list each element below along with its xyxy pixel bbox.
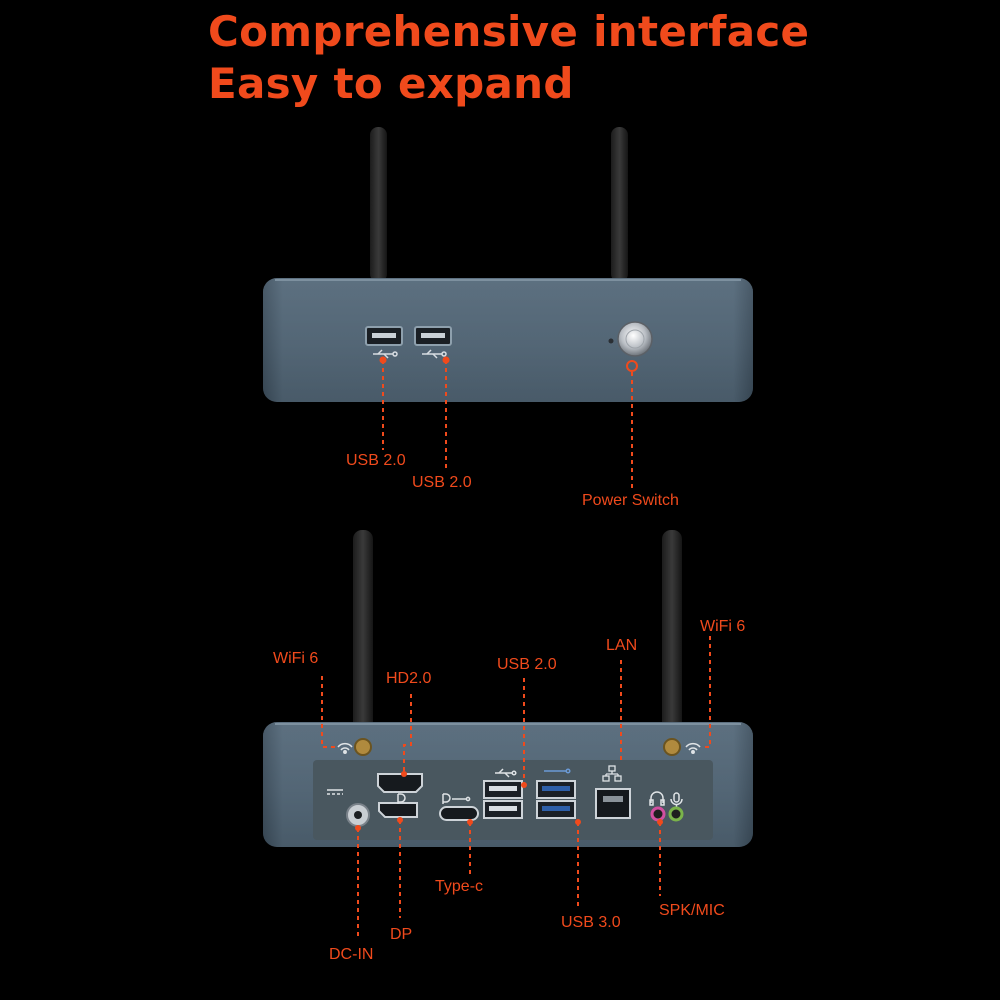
lan-port[interactable] [595, 788, 631, 819]
label-power-switch: Power Switch [582, 492, 679, 509]
label-wifi-left: WiFi 6 [273, 650, 319, 667]
label-dc-in: DC-IN [329, 946, 374, 963]
label-front-usb-left: USB 2.0 [346, 452, 406, 469]
wifi-icon [337, 742, 353, 754]
usb-icon [373, 349, 398, 359]
displayport-port[interactable] [378, 802, 418, 818]
rear-leaders [321, 636, 711, 938]
front-usb-port-right[interactable] [414, 326, 452, 346]
headline-line-1: Comprehensive interface [208, 7, 810, 56]
headline: Comprehensive interface Easy to expand [208, 6, 809, 110]
front-leaders [382, 360, 633, 488]
label-usb3: USB 3.0 [561, 914, 621, 931]
usb3-port-bottom[interactable] [536, 800, 576, 819]
headphone-icon [649, 791, 665, 806]
front-antenna-right [611, 127, 628, 282]
label-lan: LAN [606, 637, 638, 654]
front-usb-port-left[interactable] [365, 326, 403, 346]
label-rear-usb2: USB 2.0 [497, 656, 557, 673]
label-spk-mic: SPK/MIC [659, 902, 725, 919]
speaker-jack[interactable] [650, 806, 666, 822]
power-button-icon[interactable] [617, 321, 653, 357]
label-wifi-right: WiFi 6 [700, 618, 746, 635]
usb-icon [422, 349, 447, 359]
front-unit [263, 127, 753, 488]
superspeed-usb-icon [544, 768, 571, 774]
label-hd: HD2.0 [386, 670, 432, 687]
mic-jack[interactable] [668, 806, 684, 822]
headline-line-2: Easy to expand [208, 59, 574, 108]
usb-icon [495, 768, 517, 778]
dc-in-port[interactable] [327, 789, 370, 827]
type-c-port[interactable] [439, 806, 479, 821]
rear-unit [263, 530, 753, 938]
power-led [608, 338, 614, 344]
displayport-icon [442, 793, 471, 804]
usb3-port-top[interactable] [536, 780, 576, 799]
network-icon [602, 765, 622, 782]
hdmi-port[interactable] [377, 773, 423, 793]
rear-antenna-right [662, 530, 682, 755]
rear-antenna-left [353, 530, 373, 755]
usb2-port-bottom[interactable] [483, 800, 523, 819]
usb2-port-top[interactable] [483, 780, 523, 799]
label-type-c: Type-c [435, 878, 484, 895]
displayport-icon [397, 793, 406, 804]
label-front-usb-right: USB 2.0 [412, 474, 472, 491]
front-antenna-left [370, 127, 387, 282]
wifi-icon [685, 742, 701, 754]
label-dp: DP [390, 926, 413, 943]
